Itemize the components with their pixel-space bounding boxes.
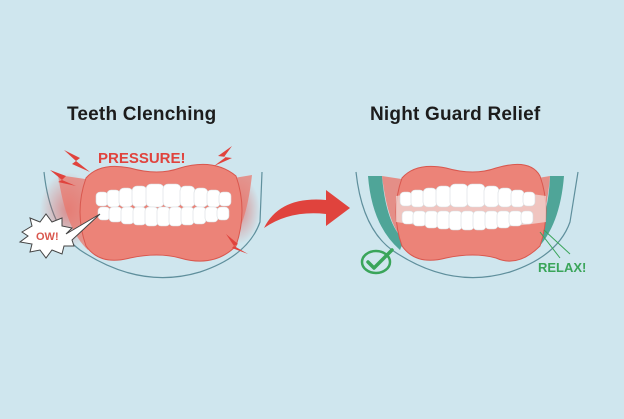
starburst-speech-bubble-icon (18, 213, 101, 259)
lightning-bolt-icon (214, 146, 232, 166)
jaw-outline-right (355, 171, 579, 279)
checkmark-circle-icon (360, 248, 394, 275)
left-panel-title: Teeth Clenching (67, 104, 217, 125)
lightning-bolt-icon (50, 170, 76, 186)
lower-teeth-right (401, 210, 534, 231)
lower-teeth-left (97, 206, 230, 227)
curved-arrow-right-icon (264, 190, 350, 228)
upper-teeth-left (95, 183, 232, 208)
relax-label: RELAX! (538, 260, 587, 275)
right-panel-title: Night Guard Relief (370, 104, 541, 125)
pain-label: OW! (36, 231, 59, 243)
pressure-label: PRESSURE! (98, 150, 186, 167)
lightning-bolt-icon (64, 150, 90, 172)
upper-teeth-right (399, 183, 536, 208)
lightning-bolt-icon (226, 234, 248, 254)
